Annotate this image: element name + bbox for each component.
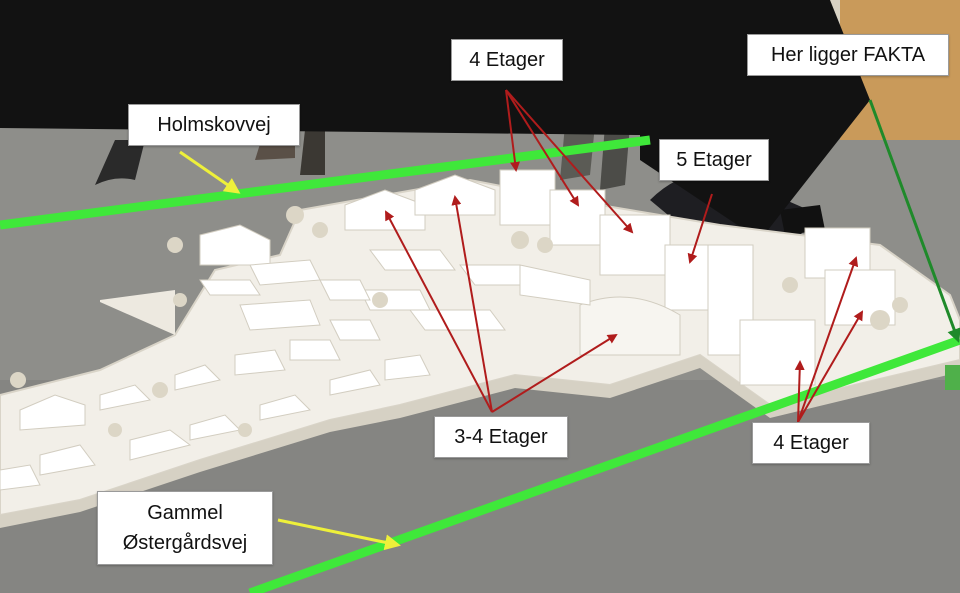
label-5-etager: 5 Etager	[659, 139, 769, 181]
label-4-etager-bottom-text: 4 Etager	[773, 432, 849, 454]
red-arrow-4-etager-bottom-c	[797, 310, 864, 423]
red-arrow-4-etager-a	[505, 89, 520, 172]
label-gammel-text: Gammel	[147, 502, 223, 524]
label-4-etager-bottom: 4 Etager	[752, 422, 870, 464]
label-holmskovvej: Holmskovvej	[128, 104, 300, 146]
label-gammel-ostergardsvej: Gammel Østergårdsvej	[97, 491, 273, 565]
model-base-left	[100, 290, 175, 335]
label-4-etager-top: 4 Etager	[451, 39, 563, 81]
label-ostergardsvej-text: Østergårdsvej	[122, 532, 248, 554]
red-arrow-4-etager-bottom-b	[797, 256, 859, 423]
label-5-etager-text: 5 Etager	[676, 149, 752, 171]
fakta-marker	[945, 365, 960, 390]
yellow-arrow-ostergardsvej	[277, 518, 401, 551]
label-3-4-etager-text: 3-4 Etager	[454, 426, 548, 448]
red-arrow-4-etager-b	[505, 89, 580, 207]
red-arrow-4-etager-bottom-a	[794, 360, 805, 423]
red-arrow-3-4-etager-c	[491, 333, 618, 413]
road-line-holmskovvej	[0, 135, 651, 230]
red-arrow-3-4-etager-b	[451, 195, 493, 413]
model-trees	[10, 206, 908, 437]
label-4-etager-top-text: 4 Etager	[469, 49, 545, 71]
label-her-ligger-fakta: Her ligger FAKTA	[747, 34, 949, 76]
red-arrow-5-etager	[687, 193, 713, 264]
label-3-4-etager: 3-4 Etager	[434, 416, 568, 458]
yellow-arrow-holmskovvej	[179, 150, 241, 194]
road-line-gammel-ostergardsvej	[248, 335, 960, 593]
fakta-pointer-line	[868, 99, 960, 343]
label-her-ligger-fakta-text: Her ligger FAKTA	[770, 44, 926, 66]
label-holmskovvej-text: Holmskovvej	[157, 114, 271, 136]
red-arrow-4-etager-c	[505, 89, 634, 234]
red-arrow-3-4-etager-a	[385, 210, 493, 413]
black-overlay	[0, 0, 870, 240]
